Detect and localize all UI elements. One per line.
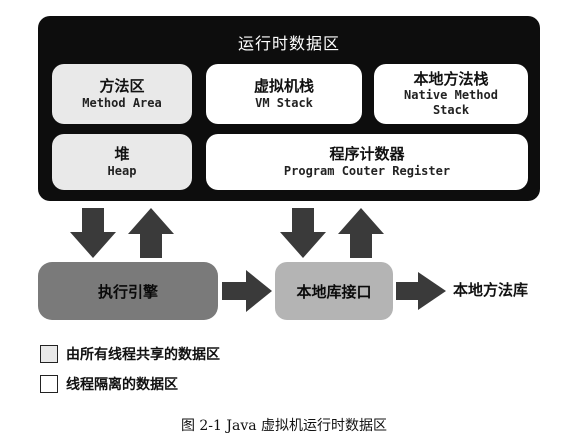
interface-to-library-arrow — [396, 272, 446, 310]
engine-down-arrow — [70, 208, 116, 258]
pc-register-cn-label: 程序计数器 — [329, 145, 405, 164]
vm-stack-en-label: VM Stack — [255, 95, 313, 110]
method-area-cn-label: 方法区 — [99, 77, 145, 96]
execution-engine-label: 执行引擎 — [97, 282, 158, 301]
interface-down-arrow — [280, 208, 326, 258]
native-method-stack-box: 本地方法栈 Native Method Stack — [374, 64, 528, 124]
native-method-stack-en-label-2: Stack — [432, 103, 470, 118]
vm-stack-cn-label: 虚拟机栈 — [253, 77, 314, 96]
heap-box: 堆 Heap — [52, 134, 192, 190]
engine-to-interface-arrow — [222, 270, 272, 312]
native-method-stack-en-label-1: Native Method — [404, 88, 498, 103]
figure-caption: 图 2-1 Java 虚拟机运行时数据区 — [180, 418, 388, 434]
legend-isolated-row: 线程隔离的数据区 — [40, 374, 178, 394]
legend-isolated-swatch — [40, 375, 58, 393]
method-area-box: 方法区 Method Area — [52, 64, 192, 124]
native-interface-label: 本地库接口 — [296, 282, 372, 301]
interface-up-arrow — [338, 208, 384, 258]
heap-en-label: Heap — [107, 163, 137, 178]
pc-register-box: 程序计数器 Program Couter Register — [206, 134, 528, 190]
native-library-label: 本地方法库 — [453, 281, 529, 299]
legend-shared-row: 由所有线程共享的数据区 — [40, 344, 220, 364]
legend-shared-text: 由所有线程共享的数据区 — [66, 347, 220, 363]
native-method-stack-cn-label: 本地方法栈 — [413, 69, 489, 88]
runtime-data-area-title: 运行时数据区 — [237, 34, 340, 53]
runtime-data-area: 运行时数据区 方法区 Method Area 虚拟机栈 VM Stack 本地方… — [38, 16, 540, 201]
legend-isolated-text: 线程隔离的数据区 — [66, 377, 178, 393]
execution-engine-box: 执行引擎 — [38, 262, 218, 320]
method-area-en-label: Method Area — [82, 95, 162, 110]
vm-stack-box: 虚拟机栈 VM Stack — [206, 64, 362, 124]
native-interface-box: 本地库接口 — [275, 262, 393, 320]
pc-register-en-label: Program Couter Register — [283, 163, 451, 178]
heap-cn-label: 堆 — [114, 145, 130, 164]
engine-up-arrow — [128, 208, 174, 258]
legend-shared-swatch — [40, 345, 58, 363]
